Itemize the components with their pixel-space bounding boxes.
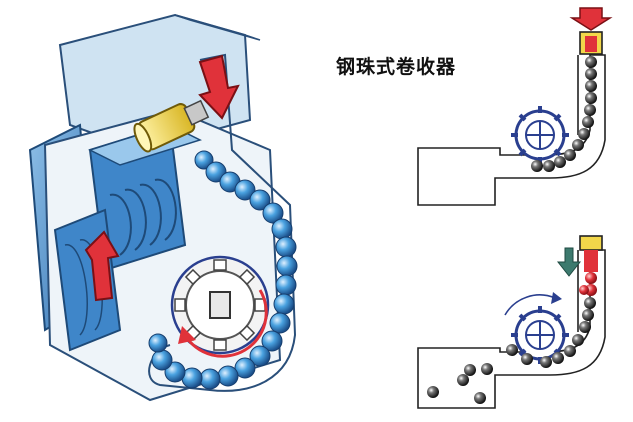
idle-force-arrow: [569, 7, 613, 31]
idle-gear: [511, 106, 569, 164]
gas-pressure-arrow: [556, 247, 582, 277]
piston-cylinder: [133, 99, 210, 153]
idle-balls: [531, 56, 597, 172]
schematic-idle: [417, 7, 613, 206]
active-red-balls: [579, 272, 597, 296]
active-balls: [427, 297, 596, 404]
red-up-arrow: [84, 230, 120, 302]
cutaway-illustration: [28, 13, 298, 402]
active-charge: [579, 235, 603, 251]
schematic-activated: [417, 235, 606, 409]
drive-gear: [170, 255, 270, 358]
active-housing-outline: [417, 249, 606, 409]
idle-housing-outline: [417, 54, 606, 206]
red-down-arrow: [198, 54, 240, 120]
active-gas: [584, 250, 598, 272]
diagram-title: 钢珠式卷收器: [336, 56, 457, 78]
housing-top-rail: [174, 14, 261, 41]
ball-chain: [148, 150, 298, 390]
ball-tube: [148, 53, 297, 392]
spool-ridges: [109, 178, 177, 256]
